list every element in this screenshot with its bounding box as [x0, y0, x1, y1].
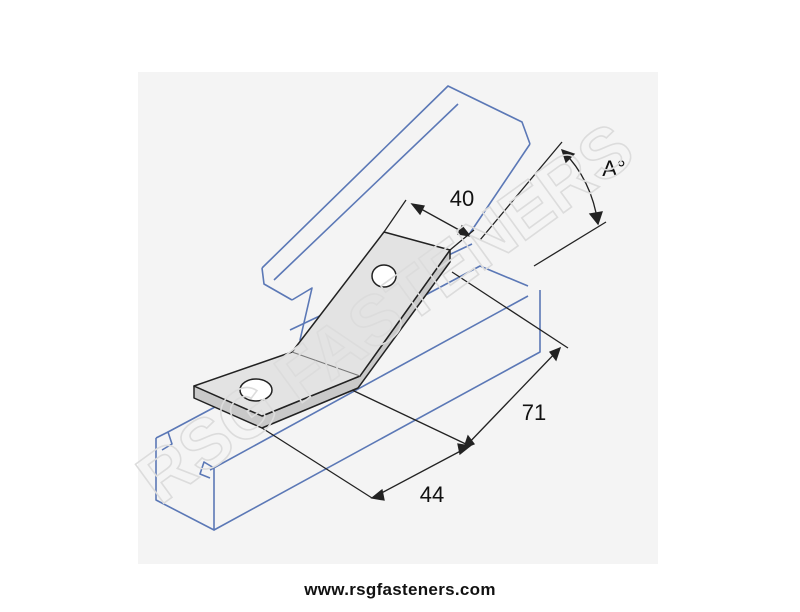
- angled-channel-inner-edge: [273, 103, 459, 281]
- footer-url: www.rsgfasteners.com: [304, 580, 496, 599]
- dim-71-extension-lower: [351, 389, 471, 447]
- angle-extension-upper: [479, 141, 563, 241]
- dim-44-label: 44: [420, 482, 444, 507]
- dim-40-label: 40: [450, 186, 474, 211]
- dim-44-arrow-left: [370, 488, 385, 501]
- plate-bend-line: [291, 351, 361, 377]
- base-channel-end-profile: [155, 438, 215, 531]
- angle-extension-lower: [533, 221, 607, 267]
- dim-71-label: 71: [522, 400, 546, 425]
- bent-plate: [193, 231, 451, 429]
- angled-channel-end-left: [261, 267, 293, 301]
- dim-44-line: [371, 445, 471, 499]
- dim-71-line: [463, 347, 561, 449]
- dim-40-arrow-left: [410, 203, 425, 216]
- angle-arrow-bottom: [588, 211, 603, 226]
- dimension-angle: [479, 141, 607, 267]
- base-channel-lip-right: [199, 461, 215, 479]
- plate-hole-upper: [371, 264, 397, 288]
- angle-arrow-top: [560, 148, 576, 164]
- base-channel: [155, 265, 541, 531]
- base-channel-bottom-edge: [213, 290, 541, 531]
- dim-40-extension-right: [449, 229, 475, 251]
- angle-label: A°: [602, 156, 625, 181]
- dim-44-arrow-right: [457, 443, 472, 456]
- dim-71-extension-upper: [451, 271, 569, 349]
- plate-hole-lower: [239, 378, 273, 402]
- dim-40-arrow-right: [457, 224, 472, 237]
- dim-71-arrow-top: [548, 346, 562, 362]
- base-channel-inner-edge: [209, 295, 529, 471]
- dimension-40: [383, 199, 475, 251]
- dim-44-extension-left: [261, 427, 373, 499]
- dimension-71: [351, 271, 569, 450]
- base-channel-lip-left: [155, 431, 173, 451]
- dim-40-extension-left: [383, 199, 407, 233]
- angled-channel-top-edge: [261, 85, 531, 269]
- angled-channel-bottom-edge: [467, 143, 531, 237]
- dimension-44: [261, 427, 472, 501]
